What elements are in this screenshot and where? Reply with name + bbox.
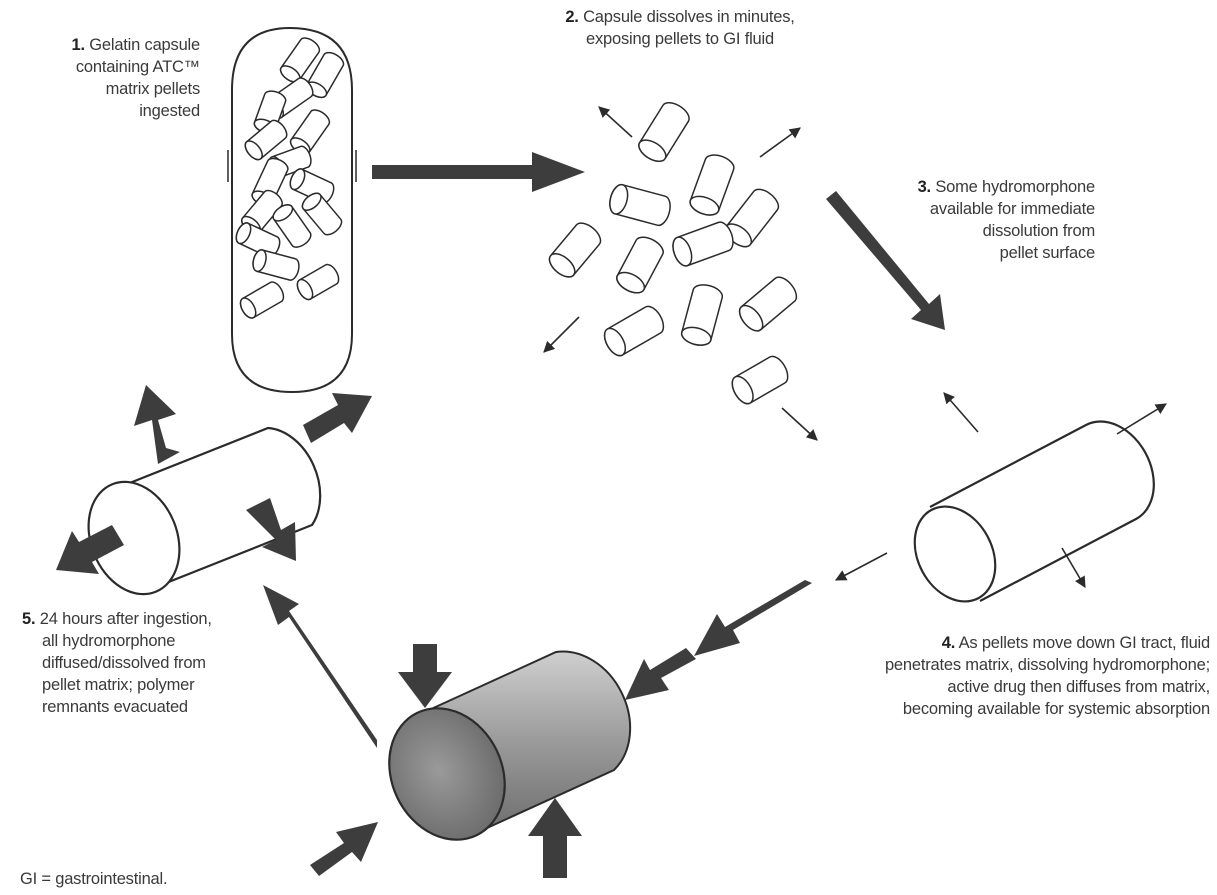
- pellet: [680, 282, 725, 348]
- pellet: [669, 220, 736, 269]
- pellet: [735, 273, 801, 335]
- gelatin-capsule: [228, 28, 356, 392]
- pellet: [728, 353, 792, 407]
- pellet: [607, 183, 673, 228]
- step-5-label: 5. 24 hours after ingestion, all hydromo…: [22, 608, 292, 718]
- pellet: [251, 248, 301, 281]
- arrow-down-tract: [694, 580, 812, 656]
- arrow-capsule-to-dissolve: [372, 152, 585, 192]
- single-pellet: [899, 421, 1154, 615]
- capsule-pellets: [233, 35, 346, 321]
- pellet: [237, 279, 286, 320]
- pellet: [600, 303, 667, 359]
- step-3-label: 3. Some hydromorphone available for imme…: [850, 176, 1095, 264]
- scattered-pellets: [545, 98, 800, 407]
- pellet: [635, 98, 693, 165]
- pellet: [688, 151, 737, 218]
- step-2-label: 2. Capsule dissolves in minutes, exposin…: [530, 6, 830, 50]
- pellet: [613, 233, 666, 297]
- pellet: [545, 219, 604, 282]
- remnant-pellet: [72, 428, 320, 608]
- step-4-label: 4. As pellets move down GI tract, fluid …: [830, 632, 1210, 720]
- footnote: GI = gastrointestinal.: [20, 868, 220, 890]
- pellet: [294, 262, 341, 302]
- dispersion-arrows: [544, 107, 817, 440]
- step-1-label: 1. Gelatin capsule containing ATC™ matri…: [20, 34, 200, 122]
- shaded-pellet: [368, 626, 664, 859]
